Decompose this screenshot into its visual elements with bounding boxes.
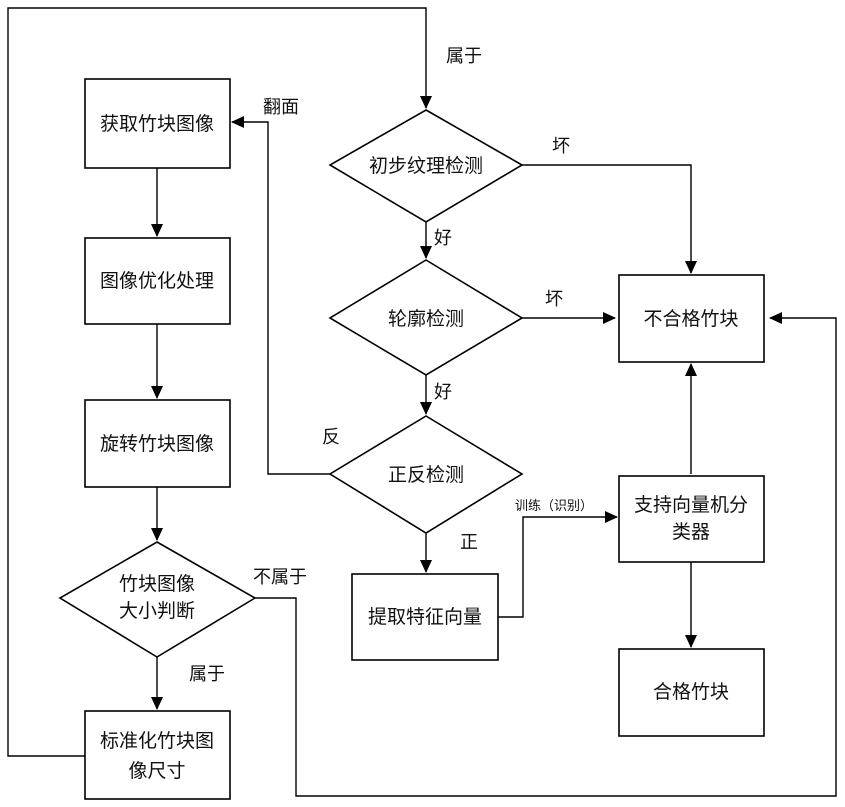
node-size-judge-label-2: 大小判断 — [119, 600, 195, 622]
node-normalize-label-1: 标准化竹块图 — [100, 730, 214, 752]
label-front: 正 — [460, 532, 478, 553]
node-extract-label: 提取特征向量 — [368, 606, 482, 628]
label-good-1: 好 — [434, 228, 452, 249]
label-flip: 翻面 — [263, 97, 299, 118]
node-texture: 初步纹理检测 — [330, 110, 522, 222]
node-svm: 支持向量机分 类器 — [619, 476, 764, 562]
label-bad-2: 坏 — [545, 289, 563, 310]
node-side: 正反检测 — [330, 416, 522, 533]
node-optimize: 图像优化处理 — [85, 238, 230, 324]
node-normalize-label-2: 像尺寸 — [128, 760, 185, 782]
label-not-belong: 不属于 — [253, 567, 307, 588]
node-svm-label-1: 支持向量机分 — [634, 494, 748, 516]
node-side-label: 正反检测 — [388, 464, 464, 486]
label-train: 训练（识别） — [515, 499, 593, 514]
node-accept: 合格竹块 — [619, 649, 764, 736]
node-size-judge: 竹块图像 大小判断 — [60, 542, 255, 657]
label-bad-1: 坏 — [552, 136, 570, 157]
edge-texture-reject — [522, 165, 691, 273]
node-contour: 轮廓检测 — [330, 260, 522, 375]
node-rotate: 旋转竹块图像 — [85, 400, 230, 487]
node-extract: 提取特征向量 — [352, 574, 498, 660]
node-rotate-label: 旋转竹块图像 — [100, 433, 214, 455]
node-texture-label: 初步纹理检测 — [369, 155, 483, 177]
node-normalize: 标准化竹块图 像尺寸 — [85, 711, 230, 799]
node-accept-label: 合格竹块 — [653, 681, 729, 703]
label-belongs-bottom: 属于 — [189, 664, 225, 685]
node-optimize-label: 图像优化处理 — [100, 270, 214, 292]
node-contour-label: 轮廓检测 — [388, 308, 464, 330]
edge-extract-svm — [498, 517, 617, 617]
node-size-judge-label-1: 竹块图像 — [119, 573, 195, 595]
node-svm-label-2: 类器 — [672, 521, 710, 543]
label-reverse: 反 — [322, 427, 340, 448]
label-belongs-top: 属于 — [446, 46, 482, 67]
node-reject-label: 不合格竹块 — [643, 308, 738, 330]
edge-side-acquire — [232, 122, 330, 474]
label-good-2: 好 — [434, 382, 452, 403]
node-acquire-label: 获取竹块图像 — [100, 113, 214, 135]
node-acquire: 获取竹块图像 — [85, 79, 230, 168]
node-reject: 不合格竹块 — [619, 275, 764, 362]
